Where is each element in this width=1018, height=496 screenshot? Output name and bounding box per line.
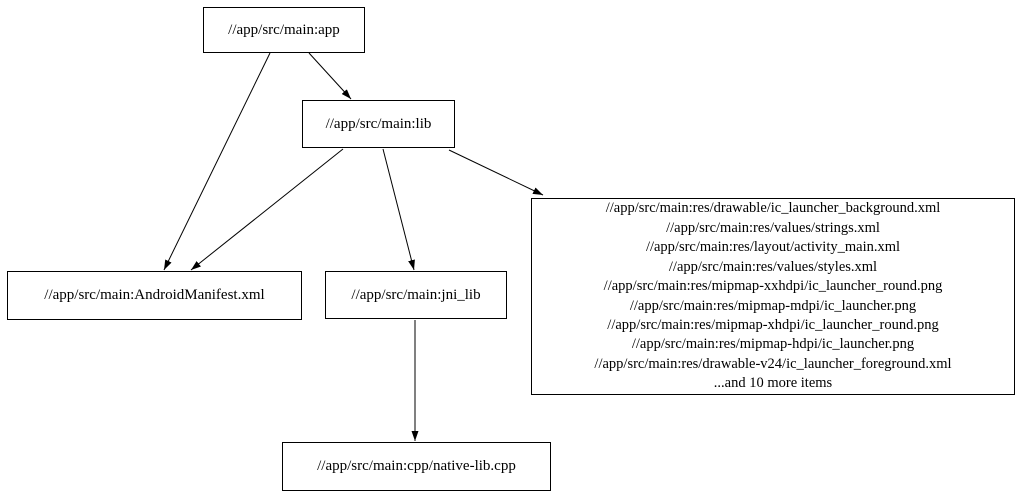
node-native-lib-cpp-label: //app/src/main:cpp/native-lib.cpp <box>317 458 516 474</box>
edge-app-to-android-manifest <box>163 52 271 271</box>
node-app-label: //app/src/main:app <box>228 21 340 38</box>
resource-line: //app/src/main:res/layout/activity_main.… <box>645 239 901 256</box>
node-app: //app/src/main:app <box>203 7 365 53</box>
edge-app-to-lib <box>308 52 352 100</box>
node-resources: //app/src/main:res/drawable/ic_launcher_… <box>531 198 1015 395</box>
node-android-manifest: //app/src/main:AndroidManifest.xml <box>7 271 302 320</box>
resource-line: //app/src/main:res/values/styles.xml <box>668 258 878 275</box>
edge-lib-to-resources <box>448 149 544 196</box>
resource-line-more-items: ...and 10 more items <box>713 375 833 392</box>
resource-line: //app/src/main:res/mipmap-xxhdpi/ic_laun… <box>603 278 943 295</box>
resource-line: //app/src/main:res/drawable/ic_launcher_… <box>605 200 941 217</box>
resource-line: //app/src/main:res/values/strings.xml <box>666 219 880 236</box>
edge-lib-to-jni-lib <box>382 148 415 271</box>
edge-lib-to-android-manifest <box>190 148 344 271</box>
node-android-manifest-label: //app/src/main:AndroidManifest.xml <box>44 287 265 303</box>
resource-line: //app/src/main:res/mipmap-xhdpi/ic_launc… <box>607 316 939 333</box>
node-lib-label: //app/src/main:lib <box>325 115 432 132</box>
node-jni-lib-label: //app/src/main:jni_lib <box>351 286 481 303</box>
node-jni-lib: //app/src/main:jni_lib <box>325 271 507 319</box>
node-native-lib-cpp: //app/src/main:cpp/native-lib.cpp <box>282 442 551 491</box>
node-lib: //app/src/main:lib <box>302 100 455 148</box>
resource-line: //app/src/main:res/mipmap-hdpi/ic_launch… <box>631 336 915 353</box>
resource-line: //app/src/main:res/mipmap-mdpi/ic_launch… <box>629 297 917 314</box>
resource-line: //app/src/main:res/drawable-v24/ic_launc… <box>594 355 952 372</box>
